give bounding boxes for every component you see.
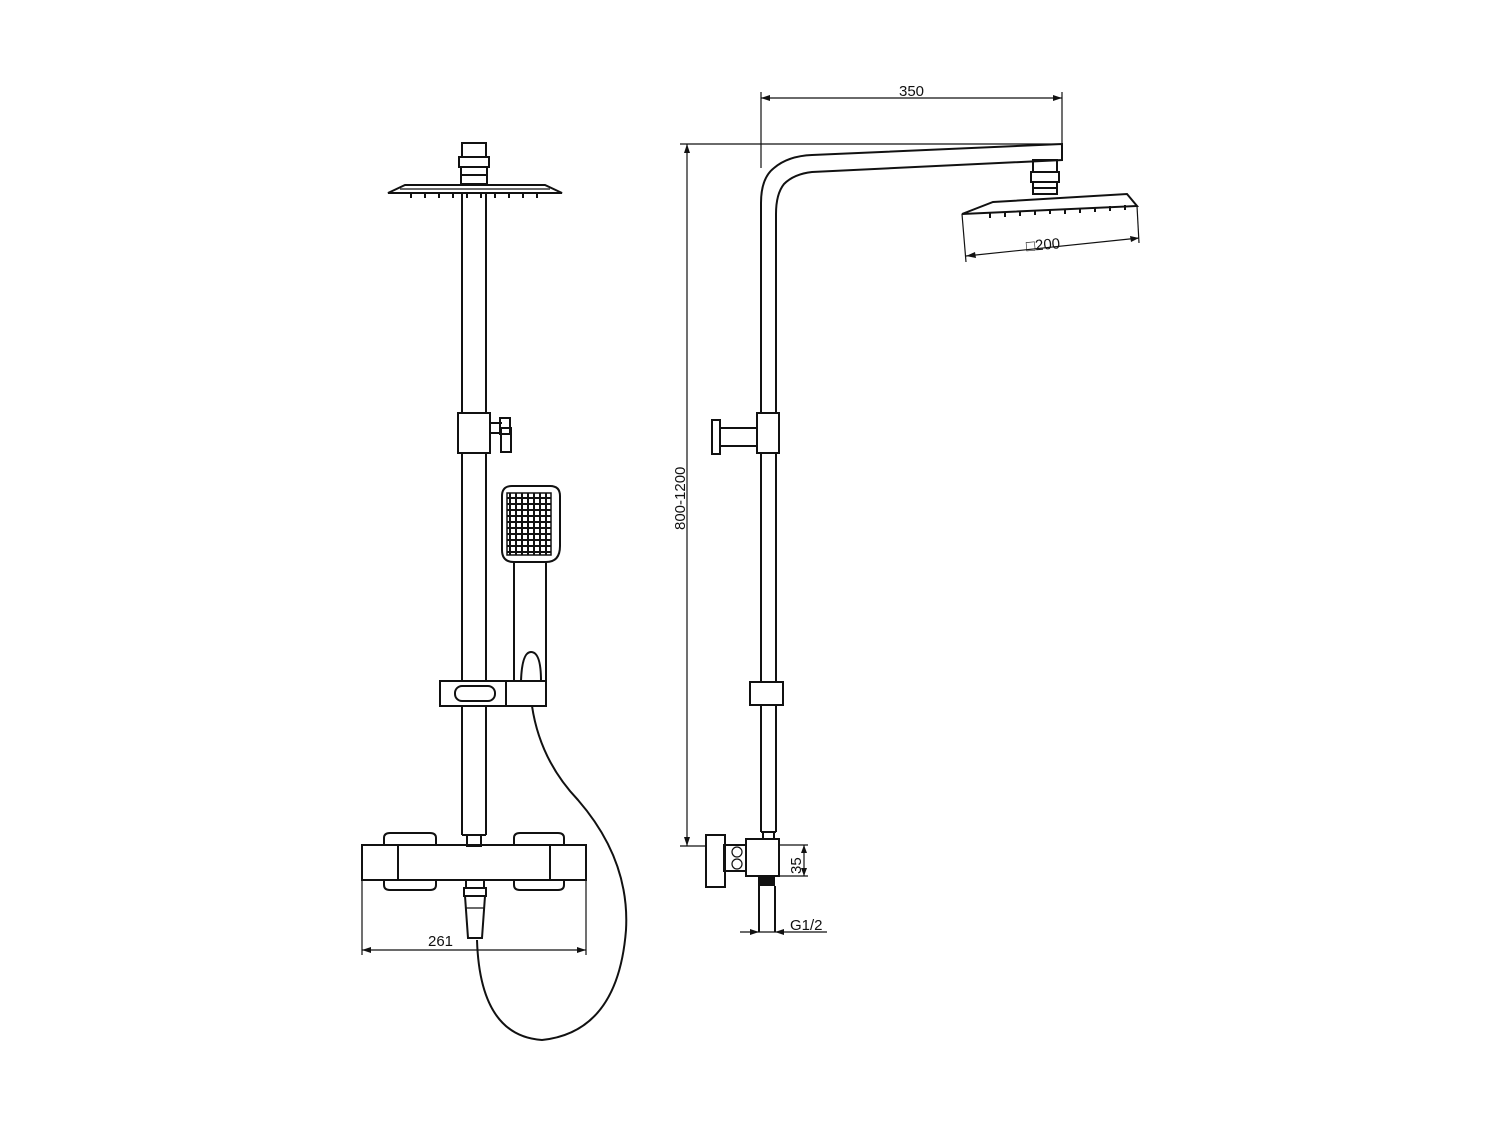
mixer-width-label: 261 — [428, 933, 453, 950]
front-view: 261 — [361, 142, 628, 1042]
front-mixer-body — [361, 832, 587, 939]
head-size-label: □200 — [1025, 235, 1060, 255]
wall-offset-label: 35 — [788, 857, 805, 874]
side-shower-arm — [760, 142, 1063, 840]
thread-label: G1/2 — [790, 917, 823, 934]
side-overhead-shower-head: □200 — [961, 159, 1140, 263]
dimension-mixer-width: 261 — [361, 880, 587, 955]
front-riser-pipe — [461, 193, 487, 847]
dimension-arm-length: 350 — [760, 83, 1063, 168]
hand-shower — [501, 485, 561, 682]
dimension-thread: G1/2 — [740, 917, 827, 935]
shower-hose — [476, 705, 628, 1042]
dimension-height: 800-1200 — [672, 143, 1062, 847]
height-range-label: 800-1200 — [672, 467, 689, 530]
front-height-clamp — [457, 412, 512, 454]
side-view: □200 350 800-1200 — [672, 83, 1140, 935]
side-wall-bracket — [711, 412, 780, 455]
dimension-wall-offset: 35 — [779, 844, 808, 877]
side-mixer-body — [705, 834, 780, 932]
front-slide-holder — [439, 680, 547, 707]
front-overhead-shower-head — [387, 142, 563, 198]
side-slide-holder — [749, 681, 784, 706]
arm-length-label: 350 — [899, 83, 924, 100]
